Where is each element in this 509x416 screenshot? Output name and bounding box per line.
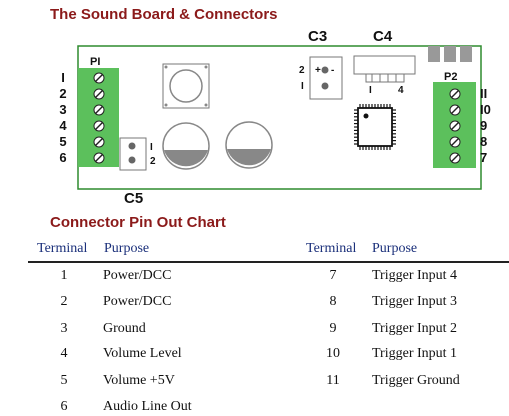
terminal-purpose: Trigger Input 3	[372, 294, 458, 309]
terminal-number: 7	[329, 268, 337, 283]
board-section-title: The Sound Board & Connectors	[50, 6, 278, 23]
p1-screw-terminal	[93, 88, 105, 100]
p1-pin-label: 3	[59, 102, 66, 117]
push-button-switch	[162, 63, 210, 109]
p2-screw-terminal	[449, 88, 461, 100]
terminal-purpose: Trigger Input 1	[372, 346, 458, 361]
p2-pin-label: I0	[480, 102, 491, 117]
p1-terminal-block	[78, 68, 119, 167]
c4-connector	[353, 55, 416, 83]
p1-screw-terminal	[93, 152, 105, 164]
terminal-number: 5	[60, 373, 68, 388]
p1-pin-label: 4	[59, 118, 67, 133]
header-divider	[28, 261, 509, 263]
capacitor-2	[225, 121, 273, 169]
c5-connector	[119, 137, 147, 171]
c3-pin	[321, 66, 329, 74]
header-terminal-right: Terminal	[306, 241, 357, 256]
terminal-number: 11	[326, 373, 340, 388]
p2-screw-terminal	[449, 136, 461, 148]
c3-label: C3	[308, 28, 327, 45]
c4-label: C4	[373, 28, 393, 45]
c5-label: C5	[124, 190, 143, 207]
c3-connector	[309, 56, 343, 100]
p1-pin-label: 5	[59, 134, 66, 149]
p2-pin-label: 8	[480, 134, 487, 149]
p1-pin-label: 6	[59, 150, 66, 165]
terminal-purpose: Audio Line Out	[103, 399, 192, 414]
p1-screw-terminal	[93, 72, 105, 84]
c3-pin	[321, 82, 329, 90]
c5-pin-label: 2	[150, 156, 156, 167]
capacitor-1	[162, 122, 210, 170]
p1-pin-label: 2	[59, 86, 66, 101]
terminal-number: 1	[60, 268, 68, 283]
c3-pin-label: 2	[299, 65, 305, 76]
terminal-purpose: Ground	[103, 321, 146, 336]
p2-screw-terminal	[449, 104, 461, 116]
p2-pin-label: II	[480, 86, 487, 101]
terminal-purpose: Power/DCC	[103, 294, 172, 309]
microchip-ic	[354, 104, 396, 150]
sound-board-diagram: PI I 2 3 4 5 6 P2 II I0 9 8 7 I 2 C5 C3 …	[59, 28, 491, 207]
p2-label: P2	[444, 71, 457, 83]
c4-pin-label: 4	[398, 85, 404, 96]
terminal-number: 8	[329, 294, 337, 309]
terminal-purpose: Trigger Input 4	[372, 268, 458, 283]
header-purpose-right: Purpose	[372, 241, 418, 256]
c5-pin	[128, 156, 136, 164]
p1-label: PI	[90, 56, 100, 68]
p2-pin-label: 7	[480, 150, 487, 165]
terminal-number: 9	[329, 321, 337, 336]
terminal-purpose: Trigger Ground	[372, 373, 460, 388]
pinout-chart-title: Connector Pin Out Chart	[50, 214, 226, 231]
terminal-number: 2	[60, 294, 68, 309]
p2-pin-label: 9	[480, 118, 487, 133]
c3-minus-mark: -	[331, 65, 334, 76]
c3-pin-label: I	[301, 81, 304, 92]
terminal-number: 6	[60, 399, 68, 414]
header-terminal-left: Terminal	[37, 241, 88, 256]
edge-pad-1	[428, 46, 440, 62]
c5-pin	[128, 142, 136, 150]
p2-screw-terminal	[449, 152, 461, 164]
terminal-purpose: Volume +5V	[103, 373, 175, 388]
terminal-purpose: Trigger Input 2	[372, 321, 458, 336]
header-purpose-left: Purpose	[104, 241, 150, 256]
terminal-number: 3	[60, 321, 68, 336]
terminal-number: 4	[60, 346, 68, 361]
p1-pin-label: I	[61, 70, 65, 85]
p1-screw-terminal	[93, 120, 105, 132]
terminal-purpose: Volume Level	[103, 346, 182, 361]
terminal-number: 10	[326, 346, 340, 361]
p1-screw-terminal	[93, 104, 105, 116]
c5-pin-label: I	[150, 142, 153, 153]
c3-plus-mark: +	[315, 65, 321, 76]
p2-screw-terminal	[449, 120, 461, 132]
c4-pin-label: I	[369, 85, 372, 96]
p1-screw-terminal	[93, 136, 105, 148]
terminal-purpose: Power/DCC	[103, 268, 172, 283]
edge-pad-2	[444, 46, 456, 62]
edge-pad-3	[460, 46, 472, 62]
